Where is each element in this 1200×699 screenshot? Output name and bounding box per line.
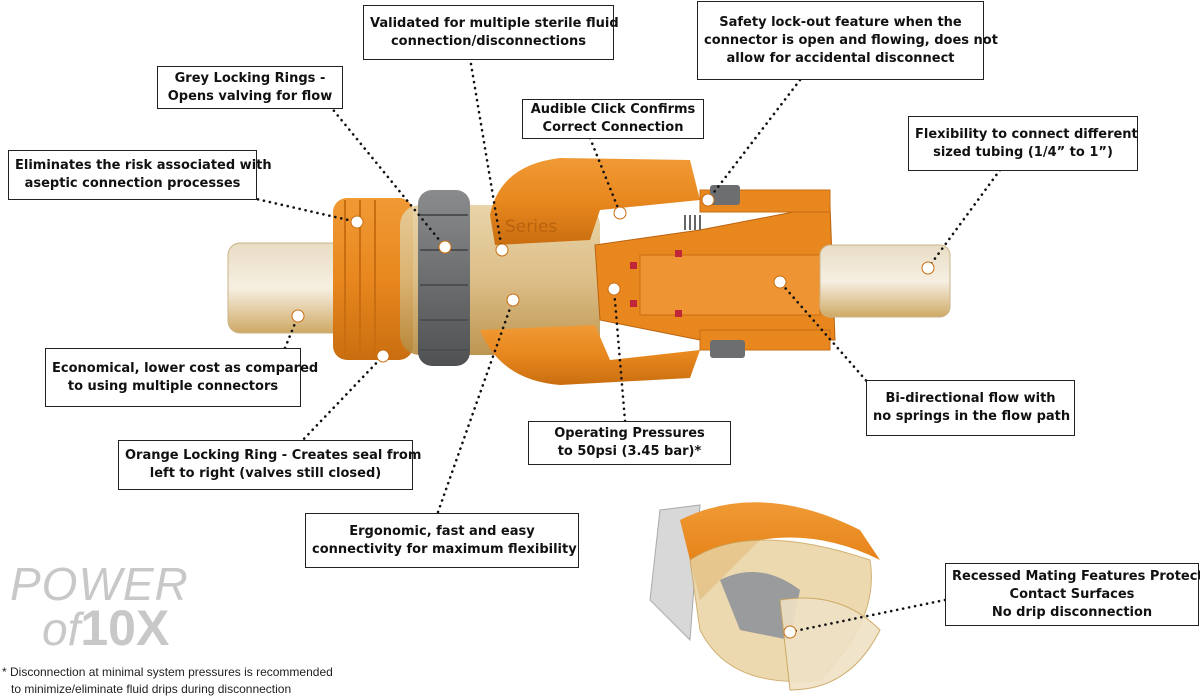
callout-line: Ergonomic, fast and easy xyxy=(349,523,535,539)
footnote-line: to minimize/eliminate fluid drips during… xyxy=(11,682,292,696)
lower-orange-housing xyxy=(480,325,700,385)
callout-line: Contact Surfaces xyxy=(1009,586,1135,602)
footnote-line: * Disconnection at minimal system pressu… xyxy=(2,665,333,679)
callout-orange-ring: Orange Locking Ring - Creates seal from … xyxy=(118,440,422,490)
callout-line: Opens valving for flow xyxy=(167,88,333,104)
callout-line: allow for accidental disconnect xyxy=(726,50,955,66)
callout-line: connection/disconnections xyxy=(390,33,587,49)
callout-line: connector is open and flowing, does not xyxy=(704,32,998,48)
callout-line: connectivity for maximum flexibility xyxy=(312,541,577,557)
callout-flexibility: Flexibility to connect different sized t… xyxy=(908,116,1138,171)
callout-line: aseptic connection processes xyxy=(24,176,241,191)
callout-line: No drip disconnection xyxy=(991,604,1153,620)
grey-locking-ring xyxy=(418,190,470,366)
power-of-10x-logo: POWER of10X xyxy=(10,558,189,653)
callout-line: Bi-directional flow with xyxy=(885,391,1056,406)
callout-line: sized tubing (1/4” to 1”) xyxy=(933,144,1113,160)
series-mark: Series xyxy=(505,217,557,237)
callout-operating-pressures: Operating Pressures to 50psi (3.45 bar)* xyxy=(528,421,731,465)
callout-safety-lockout: Safety lock-out feature when the connect… xyxy=(697,1,998,80)
callout-eliminates-risk: Eliminates the risk associated with asep… xyxy=(8,150,272,200)
callout-line: Grey Locking Rings - xyxy=(174,70,326,86)
callout-line: to 50psi (3.45 bar)* xyxy=(557,444,702,459)
callout-line: Eliminates the risk associated with xyxy=(15,158,272,173)
logo-of: of xyxy=(42,603,81,655)
right-tubing xyxy=(819,244,951,318)
upper-orange-housing xyxy=(490,158,700,245)
callout-line: left to right (valves still closed) xyxy=(149,466,382,481)
callout-line: Operating Pressures xyxy=(554,426,705,441)
callout-line: Orange Locking Ring - Creates seal from xyxy=(125,448,422,463)
callout-line: to using multiple connectors xyxy=(67,378,279,394)
callout-line: Audible Click Confirms xyxy=(530,102,696,117)
footnote: * Disconnection at minimal system pressu… xyxy=(2,664,333,698)
callout-line: Recessed Mating Features Protect xyxy=(952,568,1200,584)
callout-grey-rings: Grey Locking Rings - Opens valving for f… xyxy=(157,66,343,109)
logo-power: POWER xyxy=(10,558,189,610)
orange-locking-ring xyxy=(333,198,413,360)
callout-line: no springs in the flow path xyxy=(873,409,1071,424)
callout-economical: Economical, lower cost as compared to us… xyxy=(45,348,319,407)
disconnected-detail-view xyxy=(649,502,881,691)
leader-lines xyxy=(250,56,1002,634)
callout-audible-click: Audible Click Confirms Correct Connectio… xyxy=(522,99,704,139)
callout-line: Flexibility to connect different xyxy=(915,126,1138,142)
callout-ergonomic: Ergonomic, fast and easy connectivity fo… xyxy=(305,513,579,568)
callout-validated: Validated for multiple sterile fluid con… xyxy=(363,5,619,60)
callout-bidirectional: Bi-directional flow with no springs in t… xyxy=(866,380,1075,436)
callout-dots xyxy=(291,193,935,639)
callout-line: Validated for multiple sterile fluid xyxy=(370,15,619,31)
callout-line: Economical, lower cost as compared xyxy=(52,360,319,376)
callout-line: Correct Connection xyxy=(542,120,684,135)
callout-line: Safety lock-out feature when the xyxy=(719,14,962,30)
callout-recessed-mating: Recessed Mating Features Protect Contact… xyxy=(945,563,1200,626)
logo-10x: 10X xyxy=(80,600,170,656)
